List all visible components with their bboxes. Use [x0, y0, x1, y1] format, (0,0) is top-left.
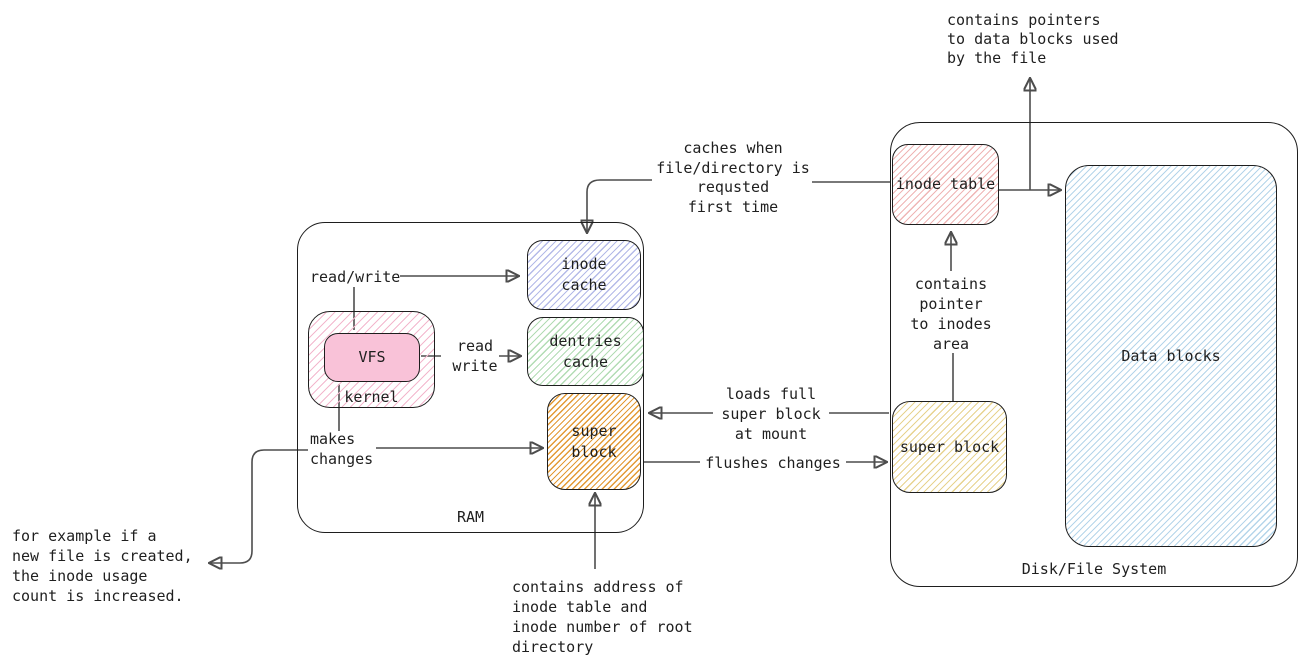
vfs-box: VFS: [324, 333, 420, 382]
makes-changes-label: makes changes: [310, 430, 374, 468]
read-write-inode-label: read/write: [310, 268, 401, 286]
contains-address-note: contains address of inode table and inod…: [512, 578, 693, 656]
data-blocks-box: Data blocks: [1065, 165, 1277, 547]
inode-cache-label: inode cache: [561, 255, 607, 294]
inode-cache-box: inode cache: [527, 240, 641, 310]
contains-pointer-note: contains pointer to inodes area: [910, 275, 992, 353]
dentries-cache-box: dentries cache: [527, 317, 644, 386]
caches-note: caches when file/directory is requsted f…: [656, 139, 810, 216]
ram-box: RAM: [297, 222, 644, 533]
data-blocks-label: Data blocks: [1121, 346, 1221, 365]
disk-box: Disk/File System: [890, 122, 1298, 587]
ram-super-block-box: super block: [547, 393, 641, 490]
loads-note: loads full super block at mount: [713, 384, 829, 444]
inode-table-label: inode table: [895, 175, 996, 193]
flushes-note: flushes changes: [700, 453, 846, 473]
contains-pointers-note: contains pointers to data blocks used by…: [947, 11, 1119, 67]
dentries-cache-label: dentries cache: [549, 331, 622, 371]
inode-table-box: inode table: [892, 144, 999, 225]
disk-super-block-box: super block: [892, 401, 1007, 493]
arrow-makes-changes-to-example-note: [210, 449, 308, 563]
ram-label: RAM: [456, 508, 485, 526]
example-note: for example if a new file is created, th…: [12, 527, 193, 605]
disk-super-block-label: super block: [899, 437, 1000, 456]
ram-super-block-label: super block: [571, 421, 617, 461]
read-write-dentries-label: read write: [452, 337, 498, 375]
disk-label: Disk/File System: [1021, 560, 1167, 578]
arrow-caches-note-to-inode-cache: [587, 179, 652, 232]
vfs-label: VFS: [358, 348, 386, 366]
kernel-label: kernel: [344, 388, 399, 406]
